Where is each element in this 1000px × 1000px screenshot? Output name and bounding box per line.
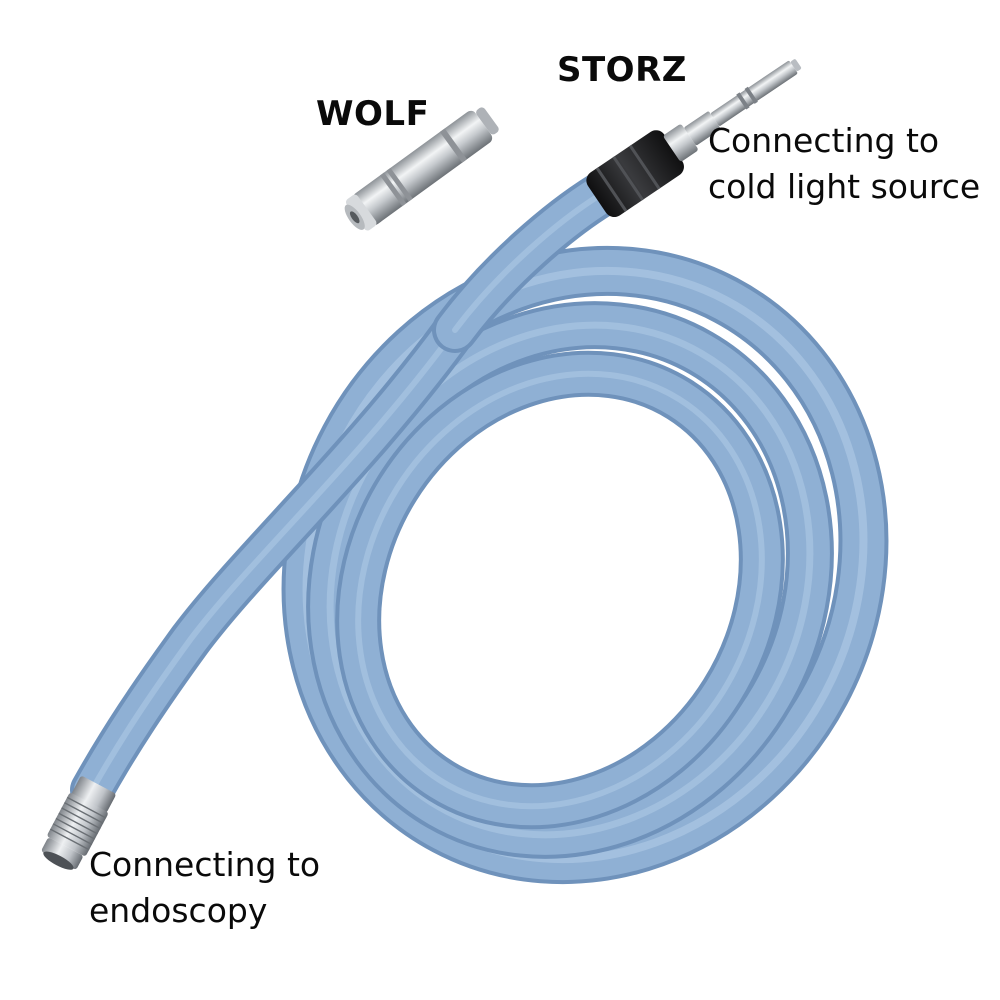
endoscope-connector xyxy=(41,776,116,870)
fiber-optic-light-cable xyxy=(70,172,889,885)
wolf-label: WOLF xyxy=(316,94,430,134)
storz-adapter-connector xyxy=(586,59,802,218)
storz-label: STORZ xyxy=(557,50,687,90)
light-source-caption-line-1: Connecting to xyxy=(708,121,940,160)
wolf-adapter xyxy=(344,107,499,231)
endoscopy-caption-line-1: Connecting to xyxy=(89,845,321,884)
light-source-caption: Connecting to cold light source xyxy=(708,118,980,210)
endoscopy-caption-line-2: endoscopy xyxy=(89,891,268,930)
endoscopy-caption: Connecting to endoscopy xyxy=(89,842,320,934)
light-source-caption-line-2: cold light source xyxy=(708,167,981,206)
